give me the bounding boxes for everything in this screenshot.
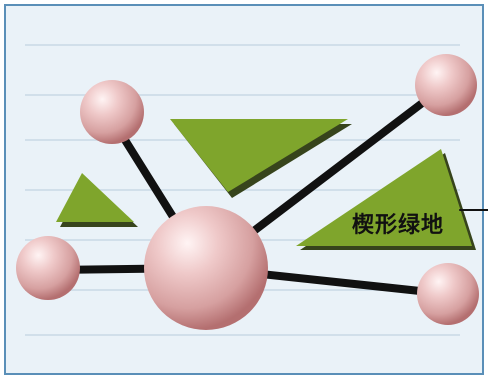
node-left	[16, 236, 80, 300]
node-bottom-right	[417, 263, 479, 325]
wedge-shapes	[56, 119, 476, 250]
node-top-left	[80, 80, 144, 144]
node-center	[144, 206, 268, 330]
wedge-greenland-label: 楔形绿地	[352, 213, 445, 238]
node-top-right	[415, 54, 477, 116]
node-spheres	[16, 54, 479, 330]
